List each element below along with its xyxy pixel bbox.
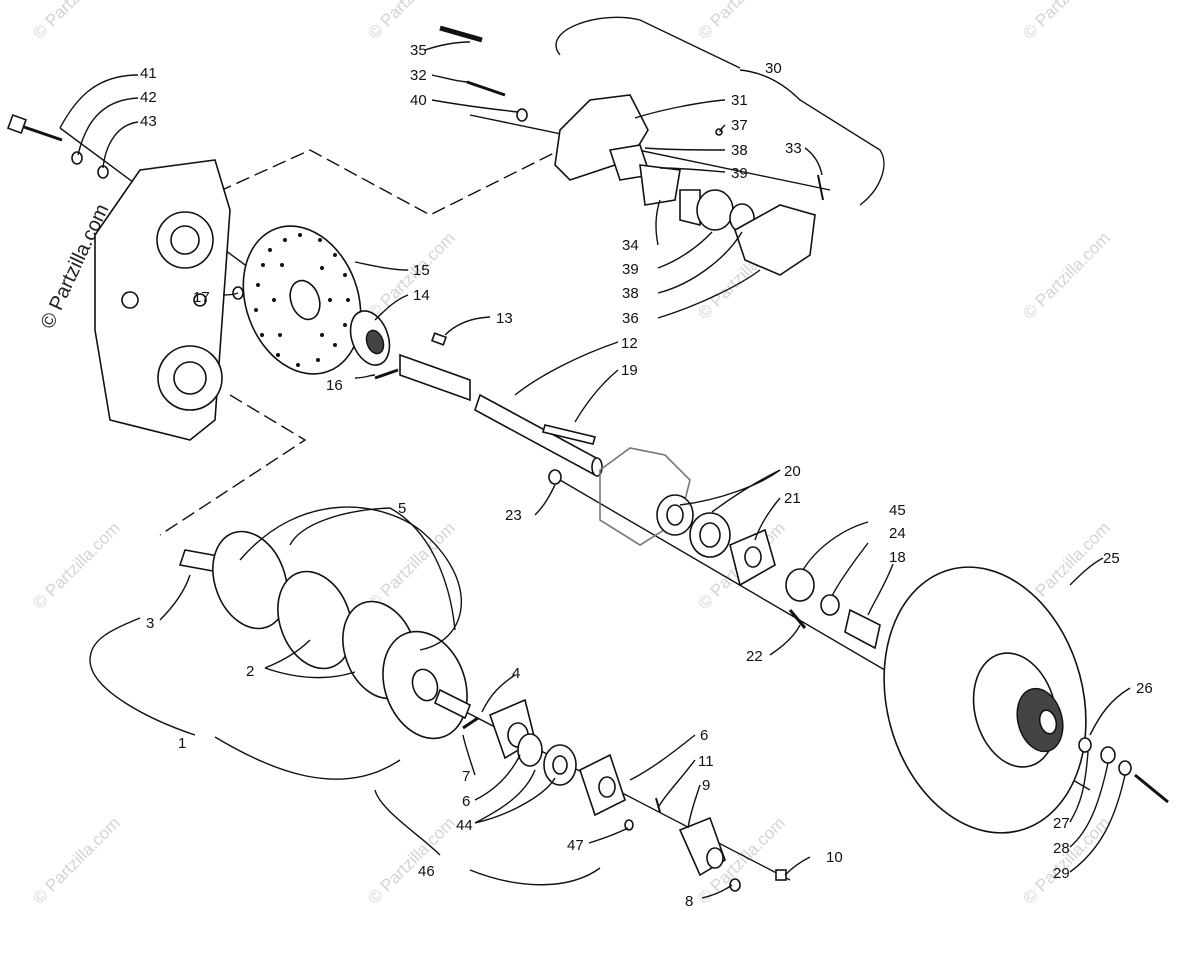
callout-27: 27 <box>1053 815 1070 832</box>
chaincase-housing <box>94 159 231 441</box>
callout-3: 3 <box>146 615 154 632</box>
callout-31: 31 <box>731 92 748 109</box>
callout-43: 43 <box>140 113 157 130</box>
callout-5: 5 <box>398 500 406 517</box>
callout-10: 10 <box>826 849 843 866</box>
watermark: © Partzilla.com <box>1019 0 1113 43</box>
callout-35: 35 <box>410 42 427 59</box>
watermark: © Partzilla.com <box>29 0 123 43</box>
callout-44: 44 <box>456 817 473 834</box>
bearing-housing <box>548 447 807 629</box>
callout-33: 33 <box>785 140 802 157</box>
callout-36: 36 <box>622 310 639 327</box>
callout-23: 23 <box>505 507 522 524</box>
callouts: 1 2 3 4 5 6 6 7 8 9 10 11 12 13 14 15 16… <box>140 42 1153 910</box>
callout-29: 29 <box>1053 865 1070 882</box>
watermark: © Partzilla.com <box>364 228 458 322</box>
callout-26: 26 <box>1136 680 1153 697</box>
callout-20: 20 <box>784 463 801 480</box>
callout-40: 40 <box>410 92 427 109</box>
watermark: © Partzilla.com <box>1019 228 1113 322</box>
callout-34: 34 <box>622 237 639 254</box>
callout-21: 21 <box>784 490 801 507</box>
callout-45: 45 <box>889 502 906 519</box>
disc-hub <box>349 310 391 366</box>
bolt-set-41-43 <box>7 114 244 300</box>
callout-28: 28 <box>1053 840 1070 857</box>
watermark: © Partzilla.com <box>364 0 458 43</box>
callout-17: 17 <box>193 289 210 306</box>
brake-disc <box>242 225 362 375</box>
leader-lines <box>59 41 1131 899</box>
callout-39a: 39 <box>731 165 748 182</box>
callout-14: 14 <box>413 287 430 304</box>
callout-25: 25 <box>1103 550 1120 567</box>
callout-16: 16 <box>326 377 343 394</box>
callout-2: 2 <box>246 663 254 680</box>
callout-24: 24 <box>889 525 906 542</box>
callout-6b: 6 <box>462 793 470 810</box>
callout-42: 42 <box>140 89 157 106</box>
callout-47: 47 <box>567 837 584 854</box>
callout-32: 32 <box>410 67 427 84</box>
callout-30: 30 <box>765 60 782 77</box>
callout-7: 7 <box>462 768 470 785</box>
callout-38b: 38 <box>622 285 639 302</box>
callout-15: 15 <box>413 262 430 279</box>
callout-18: 18 <box>889 549 906 566</box>
callout-12: 12 <box>621 335 638 352</box>
callout-19: 19 <box>621 362 638 379</box>
spacers <box>785 568 881 650</box>
callout-13: 13 <box>496 310 513 327</box>
callout-11: 11 <box>698 753 714 770</box>
callout-8: 8 <box>685 893 693 910</box>
watermark: © Partzilla.com <box>364 518 458 612</box>
caliper-assembly <box>439 25 824 276</box>
callout-6a: 6 <box>700 727 708 744</box>
callout-4: 4 <box>512 665 520 682</box>
watermark: © Partzilla.com <box>29 518 123 612</box>
group-brackets <box>89 16 885 886</box>
callout-46: 46 <box>418 863 435 880</box>
drive-bearings <box>462 698 787 892</box>
bolt-16 <box>374 368 399 380</box>
callout-41: 41 <box>140 65 157 82</box>
driven-wheel <box>883 566 1169 834</box>
callout-1: 1 <box>178 735 186 752</box>
callout-37: 37 <box>731 117 748 134</box>
drive-sprockets <box>178 530 472 740</box>
watermark: © Partzilla.com <box>364 813 458 907</box>
watermark: © Partzilla.com <box>29 813 123 907</box>
callout-39b: 39 <box>622 261 639 278</box>
watermark: © Partzilla.com <box>694 0 788 43</box>
callout-22: 22 <box>746 648 763 665</box>
splined-shaft <box>399 332 603 477</box>
callout-9: 9 <box>702 777 710 794</box>
callout-38a: 38 <box>731 142 748 159</box>
